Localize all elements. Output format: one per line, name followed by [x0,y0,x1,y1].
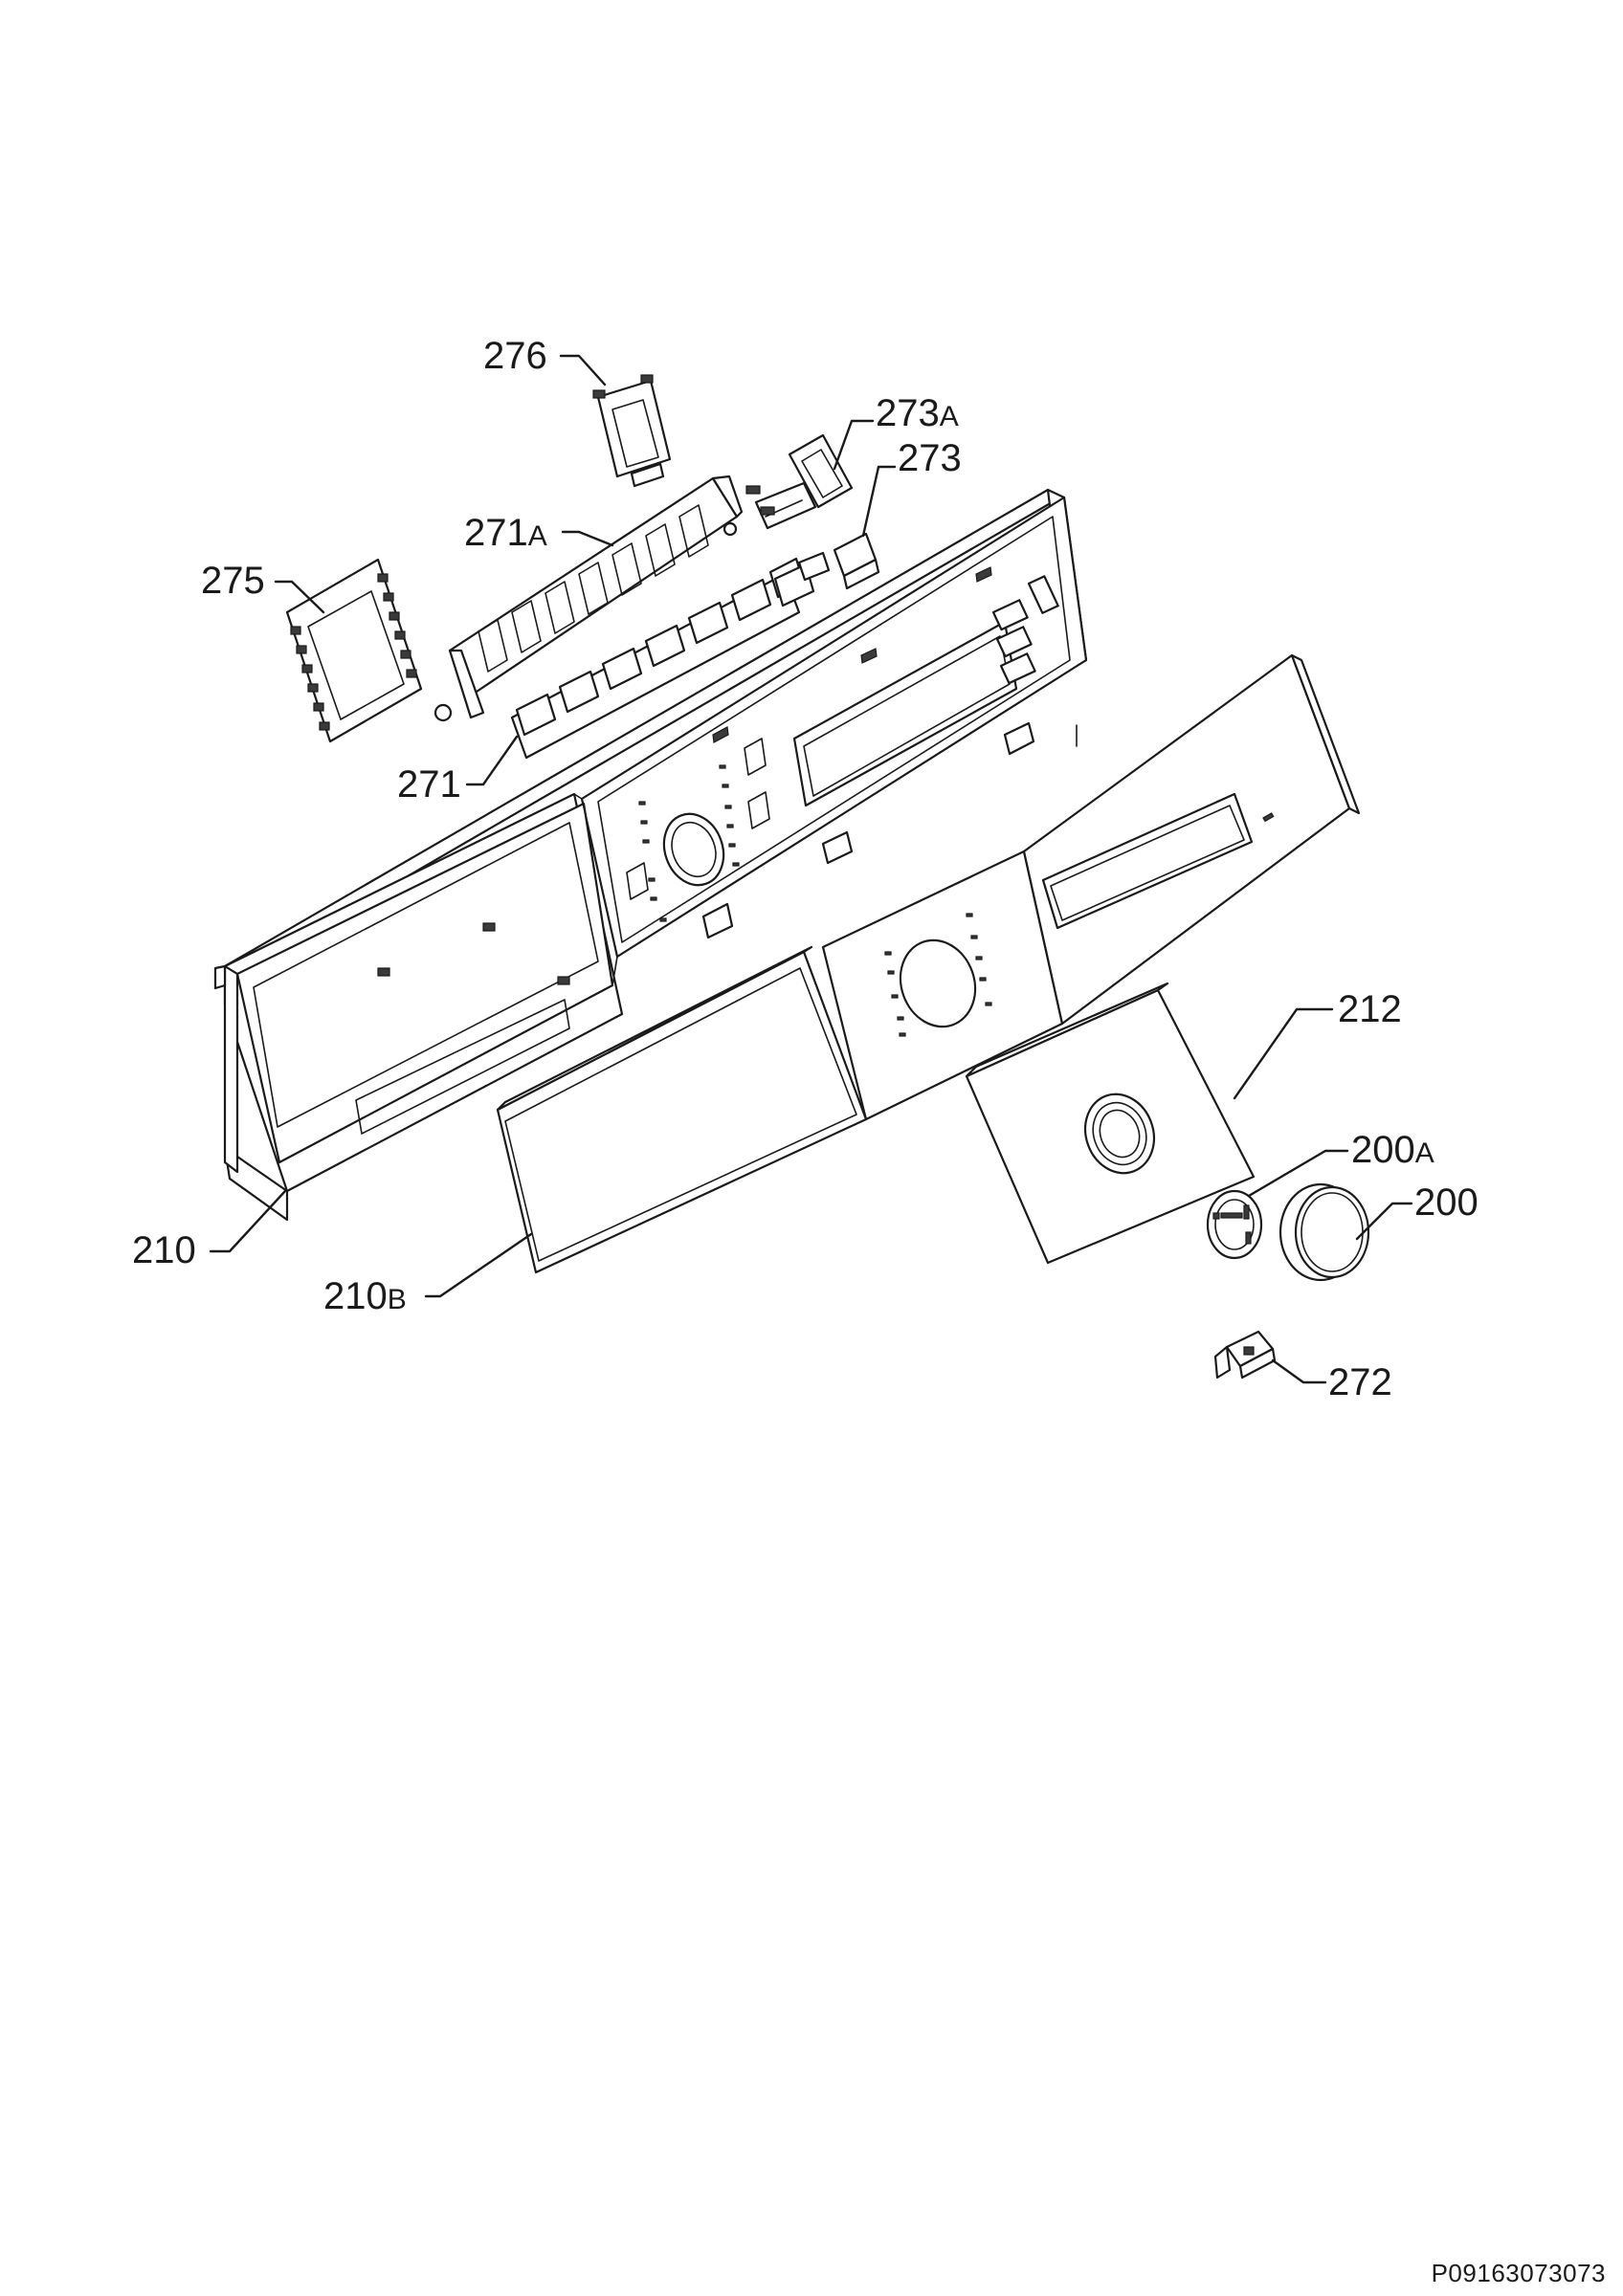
leader-210b [424,1232,533,1298]
callout-273: 273 [898,437,962,479]
leader-275 [274,580,325,614]
callout-276: 276 [483,335,547,377]
leader-273 [861,465,897,538]
part-273a-switch-bracket [745,433,854,530]
callout-212: 212 [1338,988,1402,1030]
leader-200 [1355,1202,1413,1241]
callout-275: 275 [201,560,265,602]
callout-271a-suffix: A [528,520,547,552]
callout-272: 272 [1328,1361,1392,1403]
callout-271a: 271A [464,512,547,554]
callout-273a-number: 273 [876,392,940,434]
part-273-small-button [833,532,880,590]
part-271a-button-carrier [434,475,744,722]
leader-273a [833,419,875,471]
leader-lines [209,354,1413,1384]
carrier-slots [478,504,709,673]
part-210-control-panel-housing [213,488,1088,1222]
leader-200a [1247,1149,1349,1198]
part-panel-cover-middle [821,850,1064,1121]
callout-labels: 276 273A 273 271A 275 271 212 200A 200 2… [132,335,1478,1403]
part-200-knob [1278,1182,1370,1282]
part-276-small-frame [592,374,672,488]
part-275-display-frame [285,558,423,743]
part-200a-knob-adapter [1206,1189,1263,1260]
callout-273a-suffix: A [940,401,959,432]
leader-276 [559,354,607,386]
frame-teeth [290,573,417,731]
leader-272 [1271,1358,1327,1384]
callout-210b-number: 210 [323,1275,388,1317]
callout-200: 200 [1414,1181,1478,1224]
callout-210b-suffix: B [388,1284,407,1315]
callout-271: 271 [397,763,461,806]
callout-200a: 200A [1351,1129,1434,1171]
callout-271a-number: 271 [464,512,528,554]
leader-210 [209,1189,287,1253]
part-212-knob-cover-panel [965,982,1256,1265]
part-210b-drawer-front-cover [496,945,868,1274]
drawing-code: P09163073073 [1431,2259,1606,2287]
callout-200a-suffix: A [1415,1137,1434,1169]
callout-273a: 273A [876,392,959,434]
callout-210: 210 [132,1229,196,1271]
callout-200a-number: 200 [1351,1129,1415,1171]
leader-212 [1233,1007,1334,1100]
panel-tick-marks [638,764,740,922]
part-small-buttons-loose [773,551,831,607]
callout-210b: 210B [323,1275,407,1317]
part-panel-cover-right-long [1022,653,1361,1026]
leader-271 [465,735,519,786]
leader-271a [561,530,614,547]
part-272-small-switch [1213,1330,1277,1380]
